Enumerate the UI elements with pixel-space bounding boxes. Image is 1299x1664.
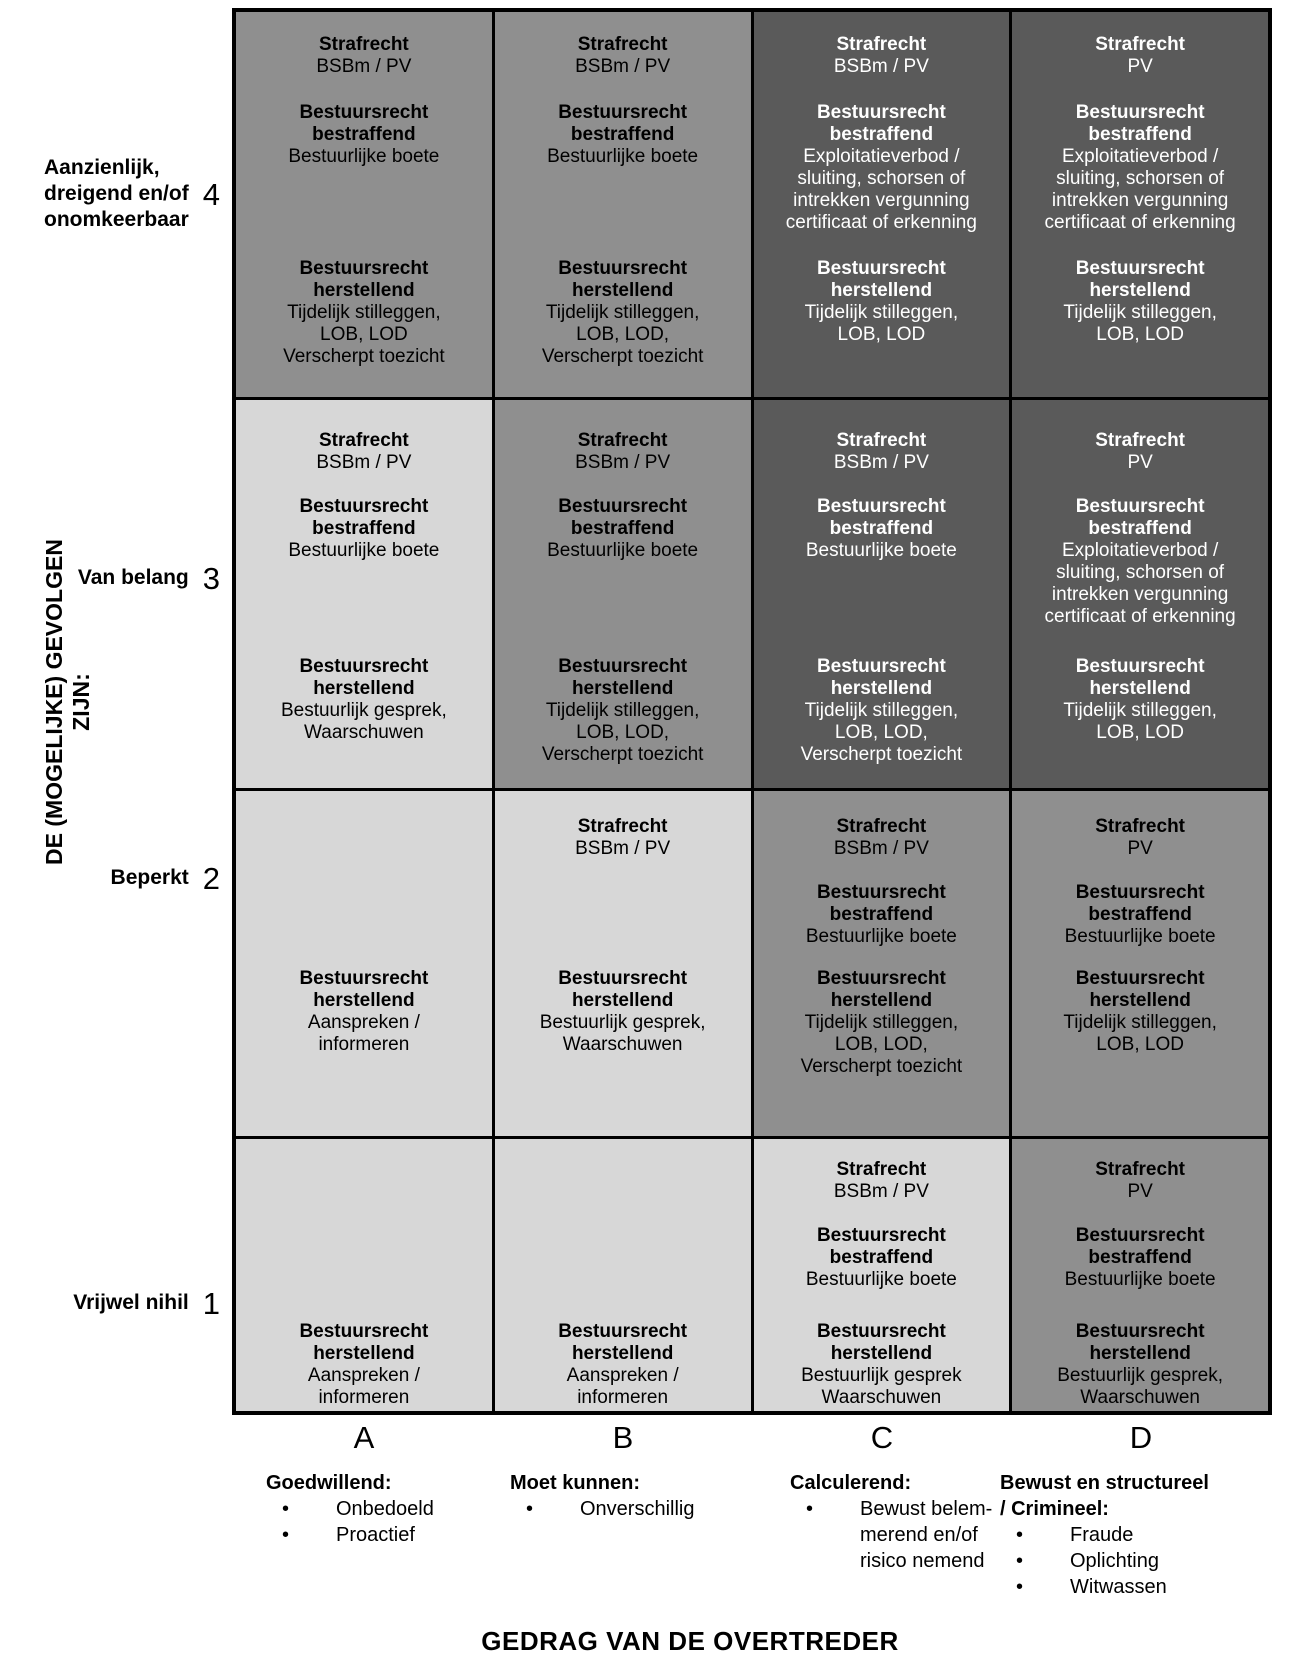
legend-column-a: Goedwillend: •Onbedoeld •Proactief [266,1470,491,1548]
legend-column-b: Moet kunnen: •Onverschillig [510,1470,740,1522]
legend-d-item: •Oplichting [1000,1548,1270,1574]
legend-d-header: Bewust en structureel / Crimineel: [1000,1472,1209,1520]
bullet-icon: • [282,1524,290,1546]
legend-c-item: •Bewust belem- merend en/of risico nemen… [790,1496,1030,1574]
bullet-icon: • [1016,1524,1024,1546]
legend-b-item: •Onverschillig [510,1496,740,1522]
column-letter-C: C [870,1420,894,1455]
bullet-icon: • [806,1498,814,1520]
row-label-1-text: Vrijwel nihil [73,1291,189,1314]
row-label-3: Van belang 3 [0,558,230,598]
row-label-4: Aanzienlijk, dreigend en/of onomkeerbaar… [0,152,230,236]
legend-column-d: Bewust en structureel / Crimineel: •Frau… [1000,1470,1270,1600]
row-label-2-number: 2 [202,860,220,896]
x-axis-title: GEDRAG VAN DE OVERTREDER [481,1626,899,1656]
row-label-1-number: 1 [202,1285,220,1321]
legend-column-c: Calculerend: •Bewust belem- merend en/of… [790,1470,1030,1574]
legend-d-item: •Witwassen [1000,1574,1270,1600]
row-label-2-text: Beperkt [110,866,189,889]
column-letter-D: D [1129,1420,1153,1455]
row-label-1: Vrijwel nihil 1 [0,1283,230,1323]
legend-d-item: •Fraude [1000,1522,1270,1548]
column-letter-B: B [612,1420,634,1455]
legend-a-item: •Onbedoeld [266,1496,491,1522]
legend-b-header: Moet kunnen: [510,1472,640,1494]
legend-c-header: Calculerend: [790,1472,912,1494]
legend-a-item: •Proactief [266,1522,491,1548]
column-letter-A: A [353,1420,375,1455]
row-label-2: Beperkt 2 [0,858,230,898]
row-label-4-number: 4 [202,176,220,212]
bullet-icon: • [1016,1576,1024,1598]
legend-a-header: Goedwillend: [266,1472,392,1494]
bullet-icon: • [526,1498,534,1520]
row-label-3-number: 3 [202,560,220,596]
bullet-icon: • [1016,1550,1024,1572]
row-label-4-text: Aanzienlijk, dreigend en/of onomkeerbaar [44,156,189,231]
row-label-3-text: Van belang [77,566,189,589]
bullet-icon: • [282,1498,290,1520]
